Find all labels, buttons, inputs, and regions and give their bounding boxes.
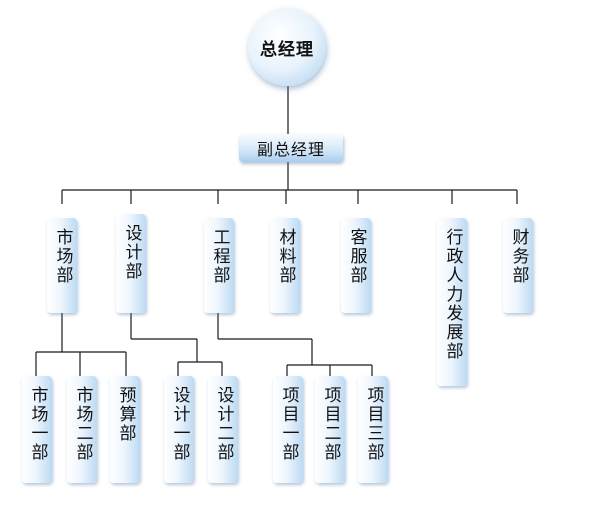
sub-unit-label: 设计二部 [213,386,234,462]
root-node: 总经理 [248,8,326,86]
sub-unit-label: 项目二部 [320,386,341,462]
deputy-node: 副总经理 [239,134,343,162]
sub-unit-label: 预算部 [115,386,136,443]
sub-unit-node-market-2: 市场二部 [67,376,97,483]
sub-unit-node-design-1: 设计一部 [164,376,194,483]
department-label: 财务部 [508,228,529,285]
sub-unit-node-project-3: 项目三部 [358,376,388,483]
department-node-admin: 行政人力发展部 [437,218,467,386]
department-node-market: 市场部 [47,218,77,313]
department-label: 客服部 [346,228,367,285]
department-label: 行政人力发展部 [442,228,463,361]
sub-unit-label: 市场二部 [72,386,93,462]
department-node-materials: 材料部 [270,218,300,313]
sub-unit-node-project-1: 项目一部 [273,376,303,483]
root-node-label: 总经理 [260,39,314,60]
sub-unit-node-design-2: 设计二部 [208,376,238,483]
sub-unit-node-market-1: 市场一部 [22,376,52,483]
department-node-service: 客服部 [341,218,371,313]
deputy-node-label: 副总经理 [256,140,325,159]
sub-unit-node-project-2: 项目二部 [315,376,345,483]
department-node-design: 设计部 [116,214,146,313]
sub-unit-label: 设计一部 [169,386,190,462]
department-label: 工程部 [209,228,230,285]
department-label: 材料部 [275,228,296,285]
sub-unit-node-budget: 预算部 [110,376,140,483]
sub-unit-label: 项目一部 [278,386,299,462]
department-label: 市场部 [52,228,73,285]
sub-unit-label: 项目三部 [363,386,384,462]
department-node-finance: 财务部 [503,218,533,313]
department-node-engineering: 工程部 [204,218,234,313]
department-label: 设计部 [121,224,142,281]
sub-unit-label: 市场一部 [27,386,48,462]
